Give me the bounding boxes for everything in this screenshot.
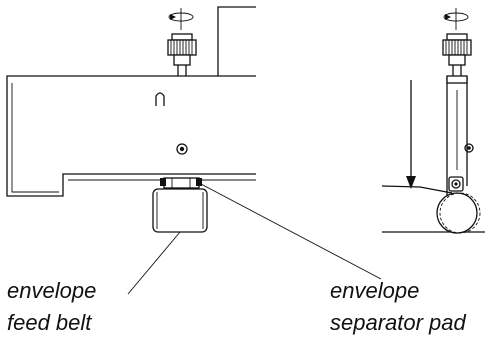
slot-opening bbox=[155, 92, 165, 106]
feed-belt-label-line2: feed belt bbox=[7, 310, 92, 335]
envelope-path-line bbox=[381, 185, 453, 194]
rotation-arrow-icon bbox=[443, 8, 469, 30]
feed-belt-leader bbox=[127, 231, 181, 295]
side-view bbox=[381, 8, 485, 234]
knurled-knob-icon bbox=[442, 33, 472, 76]
housing-inner-edge bbox=[11, 83, 59, 193]
separator-pad-block bbox=[448, 176, 464, 192]
side-roller bbox=[436, 192, 481, 234]
housing-plate bbox=[6, 75, 256, 197]
separator-label-line2: separator pad bbox=[330, 310, 467, 335]
knurled-knob-icon bbox=[167, 33, 197, 76]
rotation-arrow-icon bbox=[168, 8, 194, 30]
feed-belt-label-line1: envelope bbox=[7, 278, 96, 303]
front-view bbox=[6, 6, 256, 233]
screw-icon bbox=[176, 143, 188, 155]
screw-icon bbox=[464, 143, 474, 153]
feed-belt-roller bbox=[152, 188, 208, 233]
separator-leader bbox=[200, 183, 382, 280]
vertical-arm bbox=[446, 76, 468, 196]
separator-label-line1: envelope bbox=[330, 278, 419, 303]
rear-panel bbox=[217, 6, 256, 76]
separator-pad-bracket bbox=[160, 177, 202, 189]
arm-collar bbox=[446, 75, 468, 84]
down-arrow-icon bbox=[406, 80, 416, 189]
